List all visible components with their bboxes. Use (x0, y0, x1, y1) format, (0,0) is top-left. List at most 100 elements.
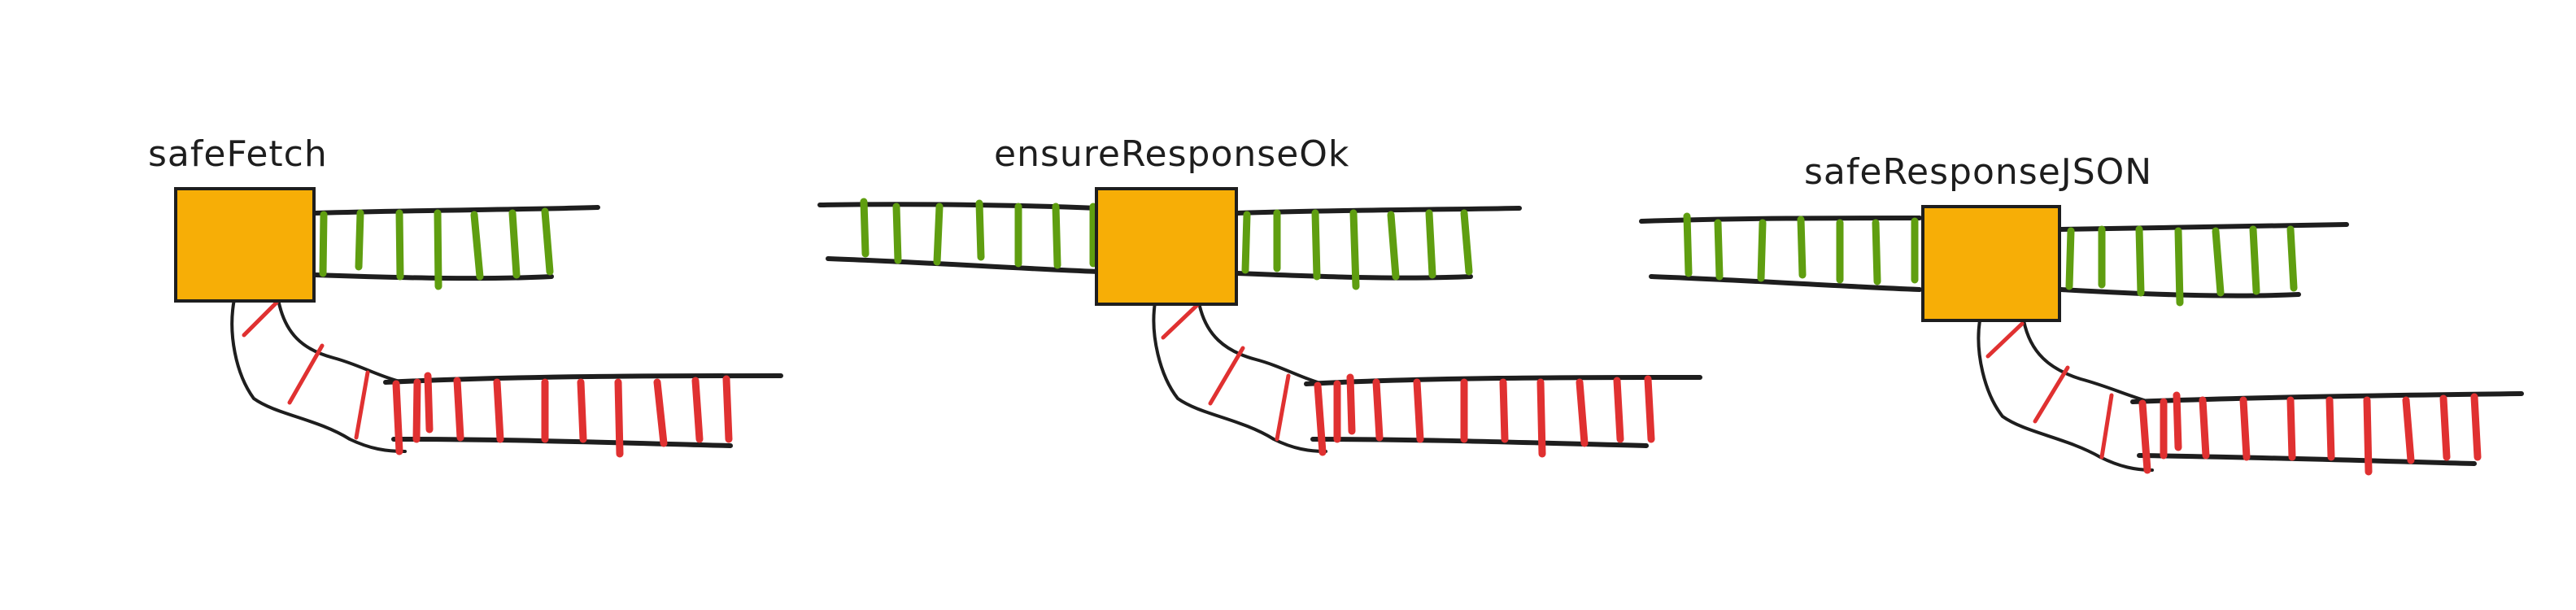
success-tie (1872, 219, 1881, 285)
success-tie (1460, 209, 1473, 276)
function-label: safeResponseJSON (1804, 151, 2152, 193)
success-tie (2174, 227, 2184, 307)
error-tie (2470, 393, 2482, 461)
error-tie (2239, 396, 2251, 461)
function-box (174, 187, 316, 303)
function-block-saferesponsejson: safeResponseJSON (1639, 151, 2524, 476)
error-branch-rail-outer (1977, 319, 2154, 472)
error-branch-tie (1208, 346, 1245, 406)
success-rail-bottom (313, 272, 554, 281)
success-tie (1797, 216, 1807, 279)
error-branch-rail-inner (1197, 301, 1319, 384)
success-track (1236, 206, 1522, 290)
error-branch-tie (2099, 393, 2114, 460)
error-tie (2199, 396, 2210, 460)
success-tie (892, 203, 902, 264)
error-tie (1346, 373, 1356, 435)
error-tie (2286, 396, 2296, 461)
error-tie (2138, 399, 2151, 474)
input-ties (1683, 212, 1919, 285)
error-ties (392, 372, 733, 458)
success-tie (1311, 209, 1321, 281)
error-tie (1372, 378, 1384, 442)
error-rail-top (1304, 375, 1702, 386)
error-tie (412, 378, 421, 443)
success-tie (1425, 209, 1436, 279)
success-tie (1757, 219, 1767, 282)
error-tie (453, 377, 464, 442)
function-box (1095, 187, 1238, 306)
error-rail-bottom (1310, 437, 1649, 448)
error-rail-top (2130, 391, 2524, 404)
error-branch-rail-inner (277, 298, 399, 382)
error-tie (577, 378, 587, 443)
success-tie (860, 198, 870, 258)
error-tie (2173, 391, 2182, 451)
error-tie (493, 378, 504, 443)
success-ties (1241, 209, 1473, 290)
error-tie (1576, 378, 1589, 447)
success-tie (1714, 219, 1724, 281)
error-tie (424, 372, 434, 434)
error-rail-bottom (2137, 453, 2477, 466)
success-tie (541, 207, 554, 276)
success-ties (2065, 225, 2298, 307)
error-tie (2402, 396, 2415, 464)
success-tie (470, 211, 484, 281)
error-branch-tie (1161, 303, 1200, 340)
error-branch-tie (1275, 373, 1291, 442)
error-branch-rail-outer (1152, 301, 1327, 453)
function-block-ensureresponseok: ensureResponseOk (817, 133, 1702, 458)
success-tie (319, 211, 328, 277)
error-tie (1499, 378, 1509, 443)
success-tie (1683, 212, 1693, 277)
error-tie (1644, 375, 1655, 443)
error-branch-tie (287, 343, 325, 405)
success-tie (355, 209, 364, 271)
error-tie (722, 375, 733, 443)
error-branch (1977, 319, 2154, 472)
input-rail-top (817, 202, 1101, 211)
success-tie (2135, 225, 2145, 297)
error-tie (2439, 394, 2451, 461)
error-tie (1536, 378, 1546, 458)
error-branch (1152, 301, 1327, 453)
error-track (2130, 391, 2524, 476)
success-tie (2212, 227, 2225, 297)
error-track (1304, 373, 1702, 458)
function-label: safeFetch (148, 133, 328, 175)
success-track (313, 205, 600, 290)
success-tie (933, 203, 944, 266)
input-rail-bottom (826, 256, 1101, 274)
error-tie (614, 378, 624, 458)
error-track (383, 372, 783, 458)
input-track (1639, 212, 1922, 292)
success-tie (1052, 203, 1061, 269)
error-tie (1613, 377, 1624, 443)
error-tie (691, 377, 704, 443)
error-tie (392, 380, 403, 455)
success-tie (508, 209, 521, 279)
input-ties (860, 198, 1097, 269)
input-rail-top (1639, 216, 1922, 224)
success-tie (975, 199, 985, 261)
success-tie (2286, 225, 2298, 292)
error-tie (2325, 396, 2335, 461)
error-ties (1314, 373, 1655, 458)
error-branch-tie (242, 300, 279, 338)
success-tie (1349, 209, 1360, 290)
function-block-safefetch: safeFetch (148, 133, 783, 458)
error-branch-rail-outer (230, 298, 407, 453)
input-track (817, 198, 1101, 274)
error-branch-tie (354, 370, 370, 440)
success-tie (1241, 211, 1251, 274)
error-branch-tie (1985, 321, 2025, 359)
error-branch-rail-inner (2022, 319, 2146, 402)
function-label: ensureResponseOk (994, 133, 1349, 175)
success-tie (395, 209, 404, 281)
success-tie (2065, 227, 2075, 290)
error-tie (653, 378, 668, 447)
error-tie (1314, 381, 1327, 456)
success-track (2059, 222, 2349, 307)
